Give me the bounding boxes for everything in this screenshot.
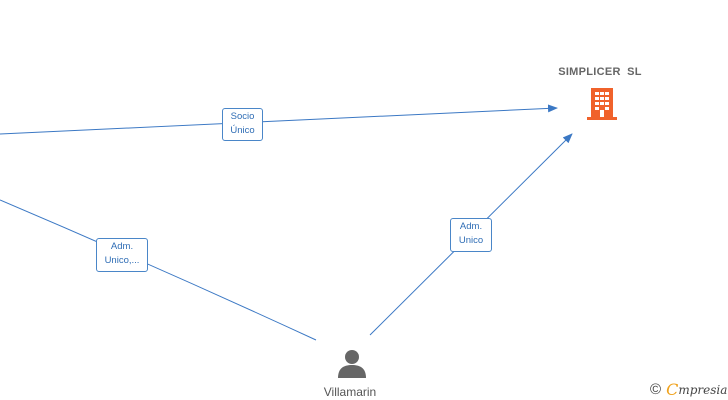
edge-label-adm-unico-left[interactable]: Adm. Unico,...: [96, 238, 148, 272]
edge-label-line: Adm.: [459, 221, 483, 232]
copyright-icon: ©: [650, 381, 662, 398]
edge-label-line: Unico: [458, 235, 484, 246]
edge-adm-unico-left: [0, 199, 317, 341]
person-name[interactable]: Villamarin: [323, 385, 377, 399]
edge-label-adm-unico-person[interactable]: Adm. Unico: [450, 218, 492, 252]
edge-label-line: Único: [230, 125, 255, 136]
edge-label-line: Adm.: [110, 241, 134, 252]
brand-initial: C: [666, 380, 679, 399]
company-name[interactable]: SIMPLICER SL: [558, 66, 642, 78]
edge-label-line: Unico,...: [104, 255, 140, 266]
empresia-logo: © C mpresia: [650, 380, 727, 399]
edge-socio-unico: [0, 104, 558, 135]
brand-name: mpresia: [678, 382, 728, 397]
edge-label-line: Socio: [230, 111, 255, 122]
person-icon[interactable]: [337, 348, 367, 378]
edge-label-socio-unico[interactable]: Socio Único: [222, 108, 263, 141]
building-icon[interactable]: [586, 86, 618, 122]
